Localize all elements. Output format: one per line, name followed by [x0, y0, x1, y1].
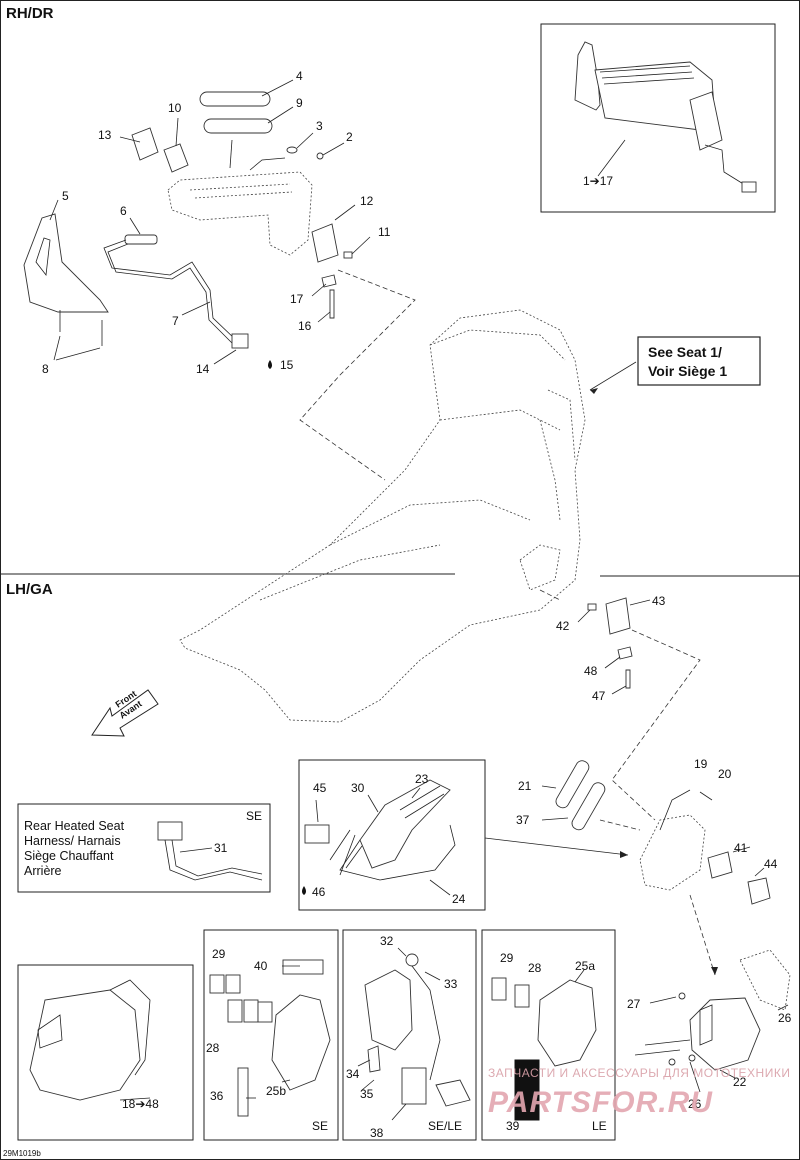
- callout-9: 9: [296, 96, 303, 110]
- callout-12: 12: [360, 194, 374, 208]
- callout-37: 37: [516, 813, 530, 827]
- note-line-4: Arrière: [24, 864, 62, 878]
- callout-15: 15: [280, 358, 294, 372]
- callout-11: 11: [378, 225, 391, 239]
- callout-41: 41: [734, 841, 748, 855]
- callout-22: 22: [733, 1075, 747, 1089]
- callout-21: 21: [518, 779, 532, 793]
- callout-8: 8: [42, 362, 49, 376]
- callout-10: 10: [168, 101, 182, 115]
- seat-outline: [179, 309, 586, 723]
- callout-16: 16: [298, 319, 312, 333]
- lh-bracket-parts: [539, 589, 701, 821]
- callout-28-se: 28: [206, 1041, 220, 1055]
- inset-label-1-17: 1➔17: [583, 174, 613, 188]
- callout-31: 31: [214, 841, 228, 855]
- callout-17: 17: [290, 292, 304, 306]
- le-box-label: LE: [592, 1119, 607, 1133]
- callout-39: 39: [506, 1119, 520, 1133]
- note-line-3: Siège Chauffant: [24, 849, 114, 863]
- inset-top-right: 1➔17: [540, 23, 776, 213]
- callout-29-se: 29: [212, 947, 226, 961]
- inset-bottom-left: 18➔48: [17, 964, 194, 1141]
- callout-23: 23: [415, 772, 429, 786]
- callout-46: 46: [312, 885, 326, 899]
- section-title-lh: LH/GA: [6, 581, 53, 598]
- callout-48: 48: [584, 664, 598, 678]
- callout-32: 32: [380, 934, 394, 948]
- callout-27: 27: [627, 997, 641, 1011]
- callout-6: 6: [120, 204, 127, 218]
- section-title-rh: RH/DR: [6, 5, 54, 22]
- see-seat-box: See Seat 1/ Voir Siège 1: [589, 336, 761, 394]
- watermark-line1: ЗАПЧАСТИ И АКСЕССУАРЫ ДЛЯ МОТОТЕХНИКИ: [488, 1066, 790, 1080]
- lh-grips: 21 37: [516, 760, 606, 831]
- callout-47: 47: [592, 689, 606, 703]
- lh-handle: 19 20 41 44: [599, 757, 778, 976]
- callout-7: 7: [172, 314, 179, 328]
- callout-4: 4: [296, 69, 303, 83]
- rh-callouts: 4 9 3 2 10 13 5 6 12 11 17 16 7 8 14 15: [42, 69, 391, 376]
- se-box-label: SE: [312, 1119, 328, 1133]
- callout-40: 40: [254, 959, 268, 973]
- callout-26-right: 26: [778, 1011, 792, 1025]
- callout-38: 38: [370, 1126, 384, 1140]
- rear-heated-seat-box: Rear Heated Seat Harness/ Harnais Siège …: [17, 803, 271, 893]
- callout-43: 43: [652, 594, 666, 608]
- callout-33: 33: [444, 977, 458, 991]
- callout-28-le: 28: [528, 961, 542, 975]
- callout-14: 14: [196, 362, 210, 376]
- se-le-box: 32 33 34 35 38 SE/LE: [342, 929, 477, 1141]
- callout-19: 19: [694, 757, 708, 771]
- watermark: ЗАПЧАСТИ И АКСЕССУАРЫ ДЛЯ МОТОТЕХНИКИ PA…: [488, 1066, 790, 1119]
- callout-3: 3: [316, 119, 323, 133]
- note-line-2: Harness/ Harnais: [24, 834, 121, 848]
- callout-42: 42: [556, 619, 570, 633]
- note-line-1: Rear Heated Seat: [24, 819, 125, 833]
- inset-label-18-48: 18➔48: [122, 1097, 159, 1111]
- see-seat-line2: Voir Siège 1: [648, 363, 727, 379]
- callout-24: 24: [452, 892, 466, 906]
- rh-parts: [23, 79, 416, 481]
- se-le-box-label: SE/LE: [428, 1119, 462, 1133]
- watermark-line2: PARTSFOR.RU: [488, 1086, 713, 1119]
- callout-45: 45: [313, 781, 327, 795]
- callout-13: 13: [98, 128, 112, 142]
- harness-box: 45 30 23 24 46: [298, 759, 486, 911]
- callout-44: 44: [764, 857, 778, 871]
- callout-34: 34: [346, 1067, 360, 1081]
- callout-30: 30: [351, 781, 365, 795]
- see-seat-line1: See Seat 1/: [648, 344, 722, 360]
- callout-25a: 25a: [575, 959, 595, 973]
- lh-bracket-callouts: 42 43 48 47: [556, 594, 666, 703]
- le-box: 29 28 25a 39 LE: [481, 929, 616, 1141]
- callout-36: 36: [210, 1089, 224, 1103]
- callout-20: 20: [718, 767, 732, 781]
- callout-35: 35: [360, 1087, 374, 1101]
- callout-29-le: 29: [500, 951, 514, 965]
- callout-2: 2: [346, 130, 353, 144]
- lh-housing: 27 26 22 26: [627, 949, 792, 1111]
- figure-reference: 29M1019b: [3, 1149, 41, 1158]
- note-tag-se: SE: [246, 809, 262, 823]
- se-box: 29 40 28 36 25b SE: [203, 929, 339, 1141]
- callout-25b: 25b: [266, 1084, 286, 1098]
- front-arrow: Front Avant: [91, 689, 159, 737]
- callout-26-bottom: 26: [688, 1097, 702, 1111]
- callout-5: 5: [62, 189, 69, 203]
